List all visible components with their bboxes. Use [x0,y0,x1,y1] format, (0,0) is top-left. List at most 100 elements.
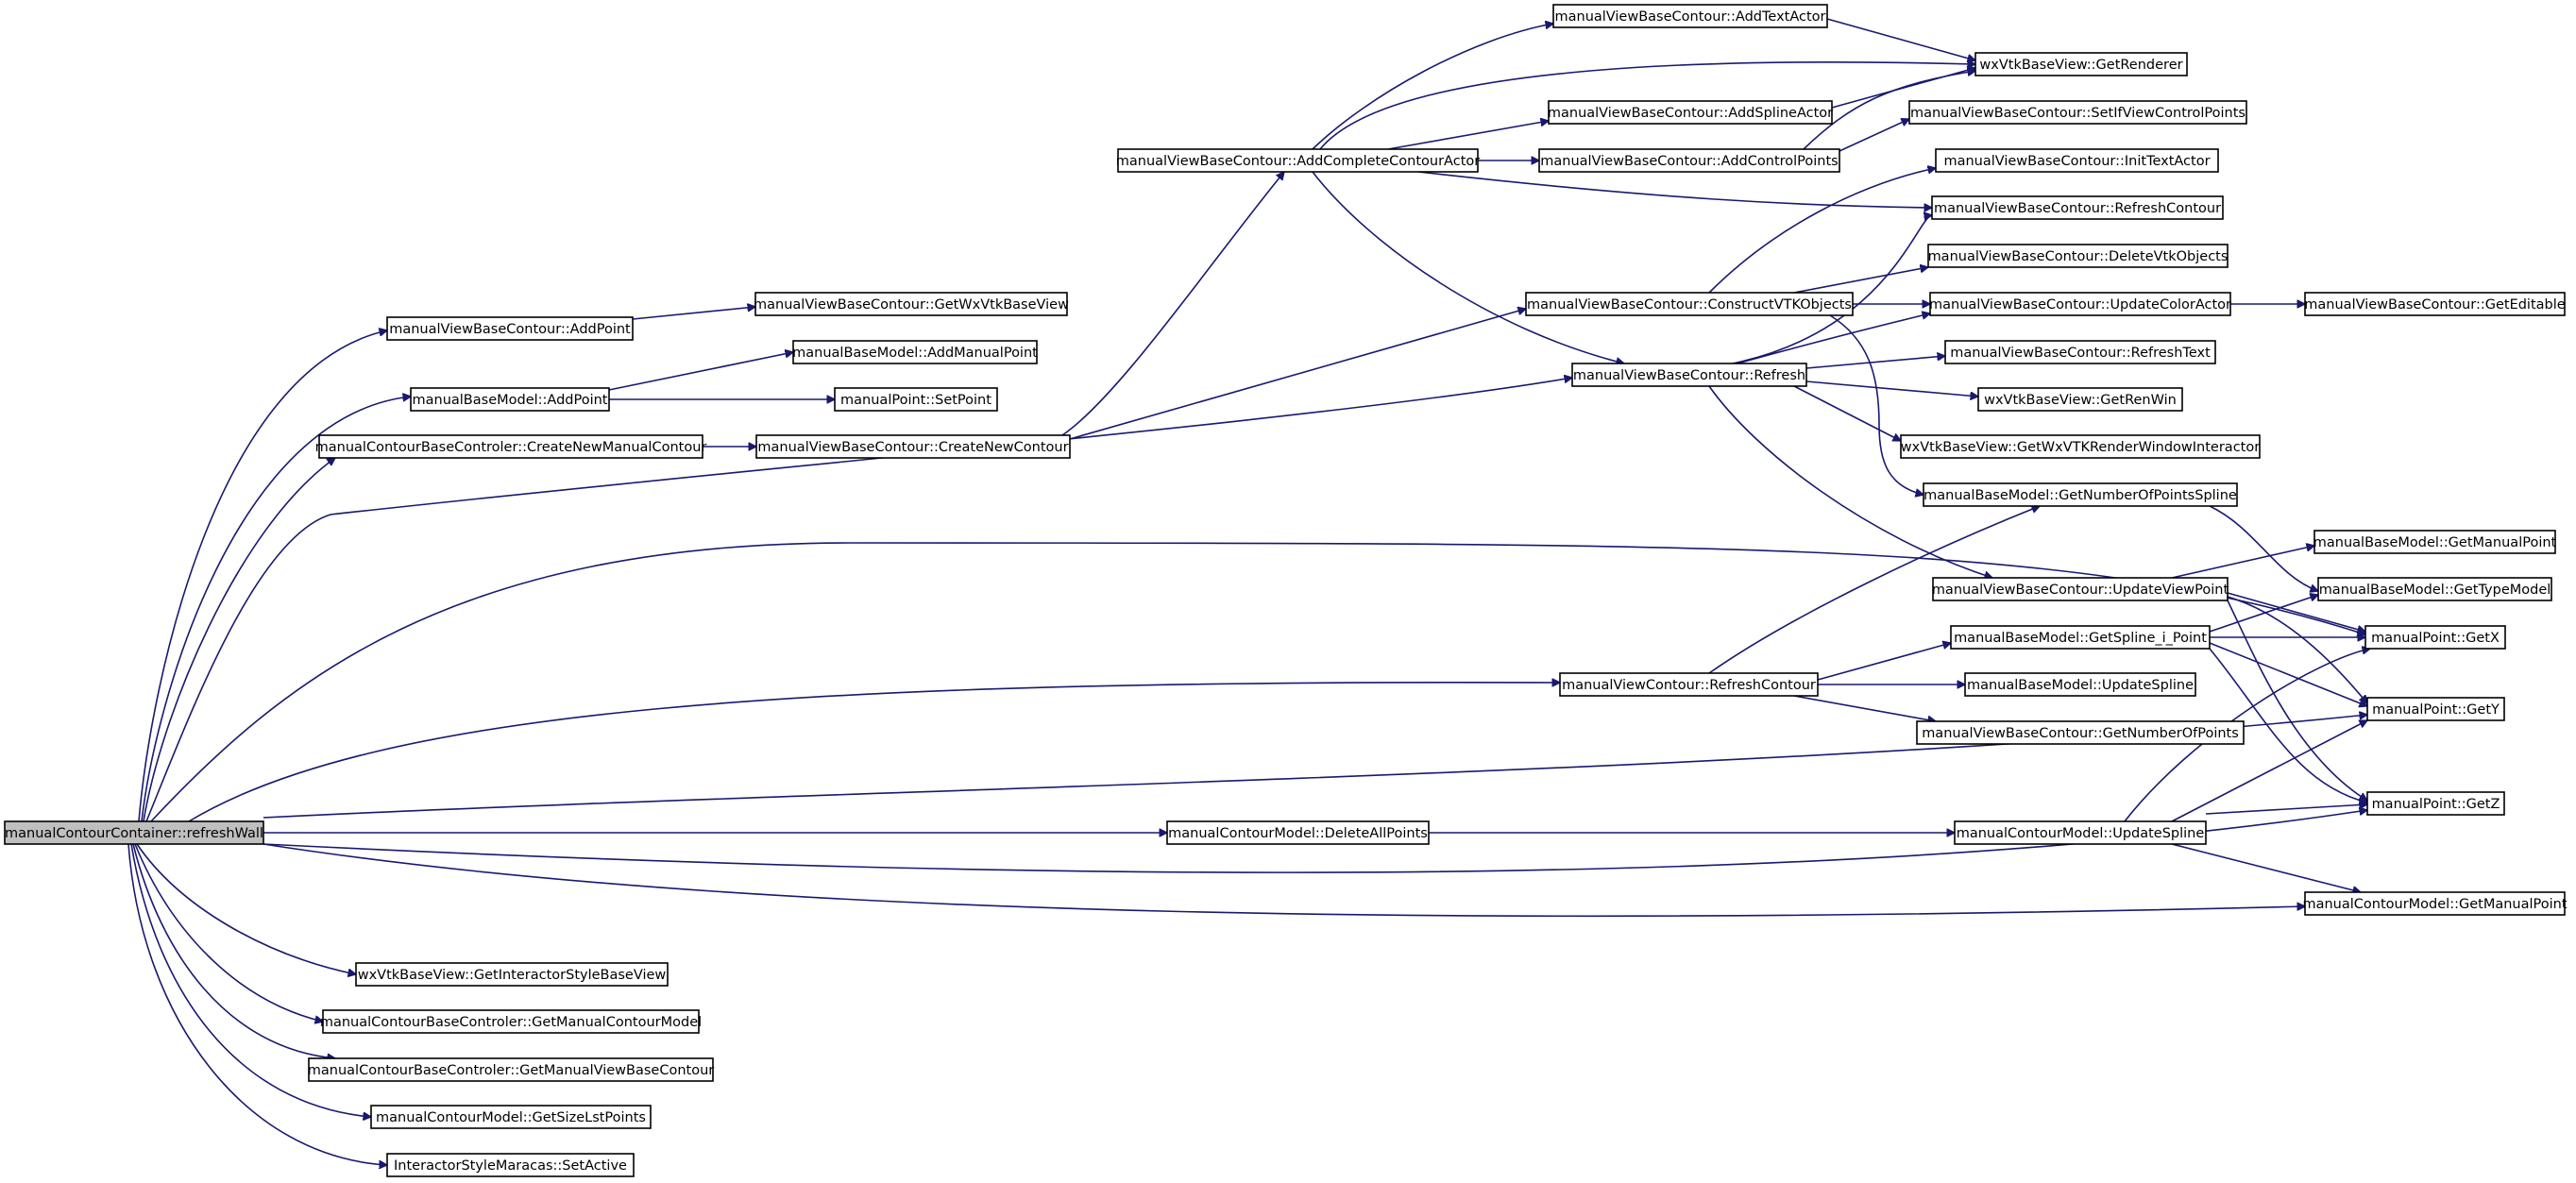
graph-node[interactable]: manualViewBaseContour::SetIfViewControlP… [1908,100,2247,125]
node-label: manualViewBaseContour::GetEditable [2304,297,2565,313]
graph-node[interactable]: manualPoint::GetX [2364,625,2506,650]
graph-node[interactable]: manualContourBaseControler::GetManualCon… [320,1009,702,1034]
graph-node[interactable]: manualViewBaseContour::CreateNewContour [755,434,1071,459]
node-label: InteractorStyleMaracas::SetActive [394,1158,627,1174]
node-label: manualViewBaseContour::UpdateViewPoint [1932,583,2229,598]
node-box [2366,791,2505,816]
edge-n12-to-n10 [1803,71,1975,150]
graph-node[interactable]: manualBaseModel::GetSpline_i_Point [1950,625,2211,650]
edge-n7-to-n8 [1061,172,1284,436]
edge-n30-to-n28 [1817,643,1951,681]
graph-node[interactable]: wxVtkBaseView::GetRenWin [1977,387,2183,412]
nodes-layer: manualContourContainer::refreshWallmanua… [4,4,2568,1177]
edges-layer [127,18,2370,1165]
node-box [1908,100,2247,125]
node-box [4,820,264,845]
edge-n0-to-n30 [188,683,1560,822]
graph-node[interactable]: manualBaseModel::UpdateSpline [1964,672,2196,697]
node-label: wxVtkBaseView::GetInteractorStyleBaseVie… [358,968,667,983]
graph-node[interactable]: manualViewBaseContour::GetWxVtkBaseView [754,292,1069,316]
edge-n16-to-n14 [1708,168,1936,294]
edge-n8-to-n20 [1312,171,1624,363]
node-label: manualViewBaseContour::AddTextActor [1555,9,1826,25]
node-label: manualContourBaseControler::GetManualCon… [320,1015,702,1030]
edge-n1-to-n2 [632,307,755,320]
node-box [1935,148,2219,173]
node-box [1166,820,1430,845]
graph-node[interactable]: manualViewBaseContour::DeleteVtkObjects [1927,244,2229,268]
node-box [370,1105,652,1129]
graph-node[interactable]: manualContourModel::DeleteAllPoints [1166,820,1430,845]
node-box [386,1153,635,1177]
graph-node[interactable]: manualViewBaseContour::Refresh [1571,363,1807,387]
graph-node[interactable]: manualViewBaseContour::AddPoint [386,316,634,341]
graph-node[interactable]: manualViewBaseContour::InitTextActor [1935,148,2219,173]
graph-node[interactable]: manualViewBaseContour::GetNumberOfPoints [1916,720,2245,745]
edge-n9-to-n10 [1826,18,1975,60]
node-box [1525,292,1854,316]
graph-node[interactable]: manualPoint::GetZ [2366,791,2505,816]
edge-n3-to-n4 [608,352,793,391]
graph-node[interactable]: manualViewBaseContour::GetEditable [2304,292,2566,316]
edge-n20-to-n25 [1708,385,1992,578]
graph-node[interactable]: manualContourBaseControler::GetManualVie… [308,1057,715,1082]
edge-n0-to-n29 [150,542,2365,822]
node-box [2313,530,2556,554]
graph-node[interactable]: manualBaseModel::GetTypeModel [2317,577,2552,601]
graph-node[interactable]: manualPoint::GetY [2366,697,2505,721]
edge-n30-to-n33 [1793,695,1936,721]
graph-node[interactable]: manualBaseModel::GetManualPoint [2313,530,2557,554]
edge-n12-to-n13 [1839,119,1909,152]
graph-node[interactable]: manualContourModel::UpdateSpline [1954,820,2207,845]
node-label: manualViewContour::RefreshContour [1562,678,1816,693]
graph-node[interactable]: manualViewBaseContour::AddSplineActor [1548,100,1833,125]
graph-node[interactable]: manualViewBaseContour::AddControlPoints [1538,148,1840,173]
graph-node[interactable]: manualViewBaseContour::UpdateColorActor [1929,292,2231,316]
graph-node[interactable]: manualBaseModel::AddPoint [410,387,610,412]
node-label: wxVtkBaseView::GetWxVTKRenderWindowInter… [1901,440,2260,455]
graph-node[interactable]: wxVtkBaseView::GetWxVTKRenderWindowInter… [1900,434,2261,459]
graph-node[interactable]: manualBaseModel::AddManualPoint [792,340,1038,364]
node-label: manualBaseModel::GetManualPoint [2313,535,2557,550]
edge-n16-to-n17 [1793,267,1928,294]
node-label: manualViewBaseContour::AddSplineActor [1548,106,1833,121]
graph-node[interactable]: manualPoint::SetPoint [834,387,998,412]
graph-node[interactable]: wxVtkBaseView::GetInteractorStyleBaseVie… [355,962,669,987]
node-label: manualContourModel::DeleteAllPoints [1168,826,1428,841]
node-box [355,962,669,987]
edge-n16-to-n24 [1829,314,1924,495]
graph-node[interactable]: manualViewBaseContour::AddTextActor [1552,4,1828,28]
node-label: manualContourBaseControler::CreateNewMan… [315,440,707,455]
graph-node[interactable]: manualViewBaseContour::RefreshText [1944,340,2216,364]
graph-node[interactable]: manualViewBaseContour::ConstructVTKObjec… [1525,292,1854,316]
node-label: manualContourModel::GetManualPoint [2302,897,2567,912]
node-label: manualViewBaseContour::InitTextActor [1943,154,2210,169]
graph-node[interactable]: manualViewContour::RefreshContour [1559,672,1819,697]
node-box [1964,672,2196,697]
node-box [1944,340,2216,364]
graph-node[interactable]: manualContourModel::GetManualPoint [2302,891,2568,916]
edge-n35-to-n37 [2171,843,2361,892]
graph-node[interactable]: manualViewBaseContour::AddCompleteContou… [1116,148,1480,173]
node-box [1900,434,2261,459]
edge-n25-to-n26 [2171,546,2314,579]
edge-n30-to-n24 [1708,506,2040,674]
node-box [1931,195,2224,220]
graph-node[interactable]: manualContourModel::GetSizeLstPoints [370,1105,652,1129]
graph-node[interactable]: InteractorStyleMaracas::SetActive [386,1153,635,1177]
graph-node[interactable]: wxVtkBaseView::GetRenderer [1974,52,2188,76]
edge-n28-to-n32 [2209,642,2367,706]
graph-node[interactable]: manualViewBaseContour::UpdateViewPoint [1932,577,2229,601]
node-box [1916,720,2245,745]
node-box [386,316,634,341]
node-label: manualPoint::GetY [2372,702,2500,718]
edge-n35-to-n29 [2124,649,2370,822]
edge-n7-to-n16 [1069,309,1526,440]
edge-n8-to-n10 [1319,62,1975,150]
node-label: manualViewBaseContour::AddCompleteContou… [1116,154,1480,169]
edge-n20-to-n15 [1732,215,1932,364]
graph-node[interactable]: manualBaseModel::GetNumberOfPointsSpline [1923,482,2238,507]
graph-node[interactable]: manualViewBaseContour::RefreshContour [1931,195,2224,220]
graph-node[interactable]: manualContourBaseControler::CreateNewMan… [315,434,707,459]
root-node[interactable]: manualContourContainer::refreshWall [4,820,264,845]
